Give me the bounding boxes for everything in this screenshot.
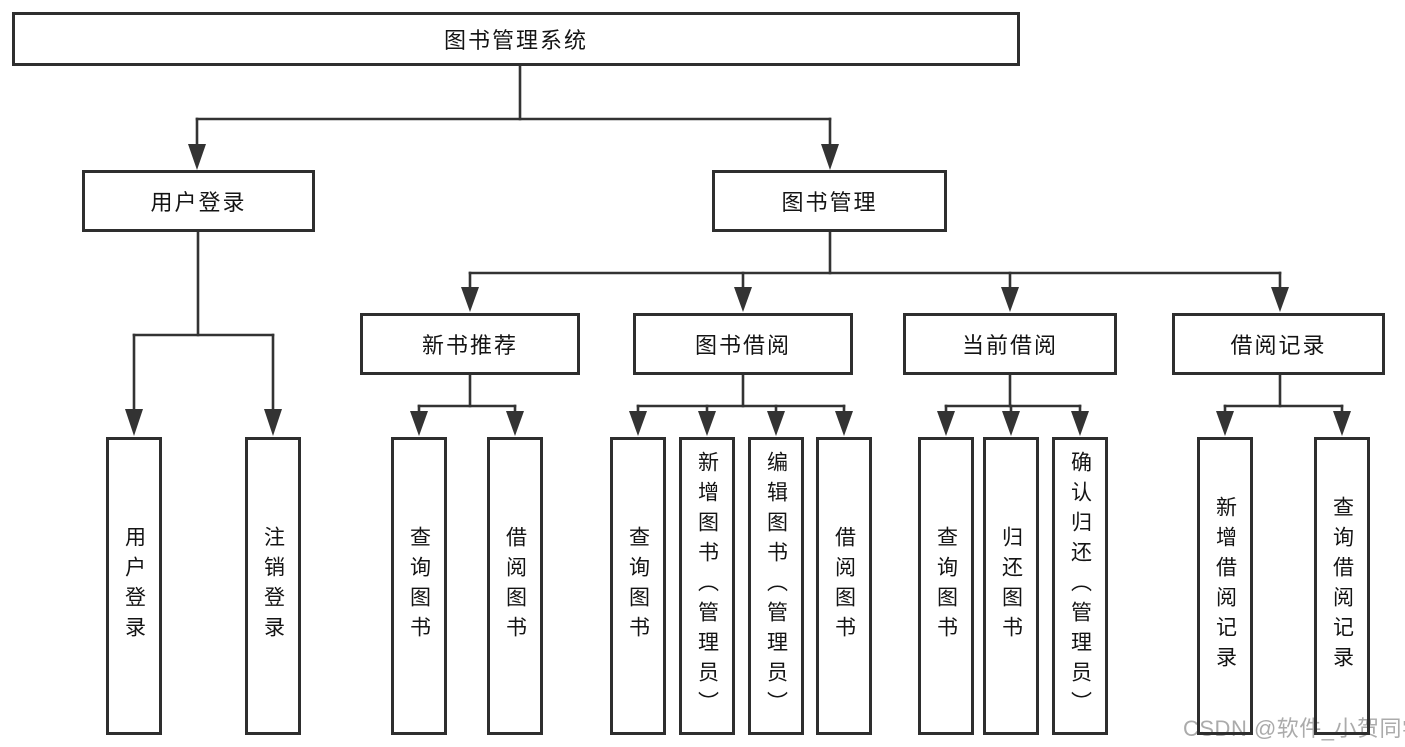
node-borrowing-records: 借阅记录 xyxy=(1172,313,1385,375)
node-label: 借阅记录 xyxy=(1230,333,1327,358)
leaf-add-book-admin: 新增图书（管理员） xyxy=(679,437,735,735)
leaf-user-login: 用户登录 xyxy=(106,437,162,735)
node-book-borrowing: 图书借阅 xyxy=(633,313,853,375)
leaf-label: 查询图书 xyxy=(934,526,958,646)
leaf-query-books-borrowing: 查询图书 xyxy=(610,437,666,735)
node-label: 当前借阅 xyxy=(961,333,1058,358)
leaf-label: 用户登录 xyxy=(122,526,146,646)
node-label: 图书管理系统 xyxy=(443,28,588,53)
csdn-watermark: CSDN @软件_小贺同学 xyxy=(1183,716,1405,741)
leaf-label: 确认归还（管理员） xyxy=(1068,451,1092,721)
leaf-return-books: 归还图书 xyxy=(983,437,1039,735)
leaf-logout: 注销登录 xyxy=(245,437,301,735)
leaf-query-books-recommend: 查询图书 xyxy=(391,437,447,735)
leaf-label: 归还图书 xyxy=(999,526,1023,646)
leaf-label: 查询图书 xyxy=(626,526,650,646)
node-current-borrowing: 当前借阅 xyxy=(903,313,1117,375)
node-user-login: 用户登录 xyxy=(82,170,315,232)
leaf-label: 新增图书（管理员） xyxy=(695,451,719,721)
node-label: 新书推荐 xyxy=(421,333,518,358)
leaf-label: 新增借阅记录 xyxy=(1213,496,1237,676)
leaf-label: 借阅图书 xyxy=(832,526,856,646)
node-label: 图书管理 xyxy=(781,190,878,215)
leaf-label: 编辑图书（管理员） xyxy=(764,451,788,721)
leaf-label: 查询图书 xyxy=(407,526,431,646)
node-label: 用户登录 xyxy=(150,190,247,215)
leaf-label: 注销登录 xyxy=(261,526,285,646)
leaf-query-borrow-record: 查询借阅记录 xyxy=(1314,437,1370,735)
leaf-label: 借阅图书 xyxy=(503,526,527,646)
leaf-query-books-current: 查询图书 xyxy=(918,437,974,735)
leaf-borrow-books-recommend: 借阅图书 xyxy=(487,437,543,735)
leaf-edit-book-admin: 编辑图书（管理员） xyxy=(748,437,804,735)
node-new-book-recommendation: 新书推荐 xyxy=(360,313,580,375)
leaf-label: 查询借阅记录 xyxy=(1330,496,1354,676)
leaf-borrow-books: 借阅图书 xyxy=(816,437,872,735)
leaf-confirm-return-admin: 确认归还（管理员） xyxy=(1052,437,1108,735)
node-label: 图书借阅 xyxy=(694,333,791,358)
node-book-management: 图书管理 xyxy=(712,170,947,232)
leaf-add-borrow-record: 新增借阅记录 xyxy=(1197,437,1253,735)
node-library-management-system: 图书管理系统 xyxy=(12,12,1020,66)
